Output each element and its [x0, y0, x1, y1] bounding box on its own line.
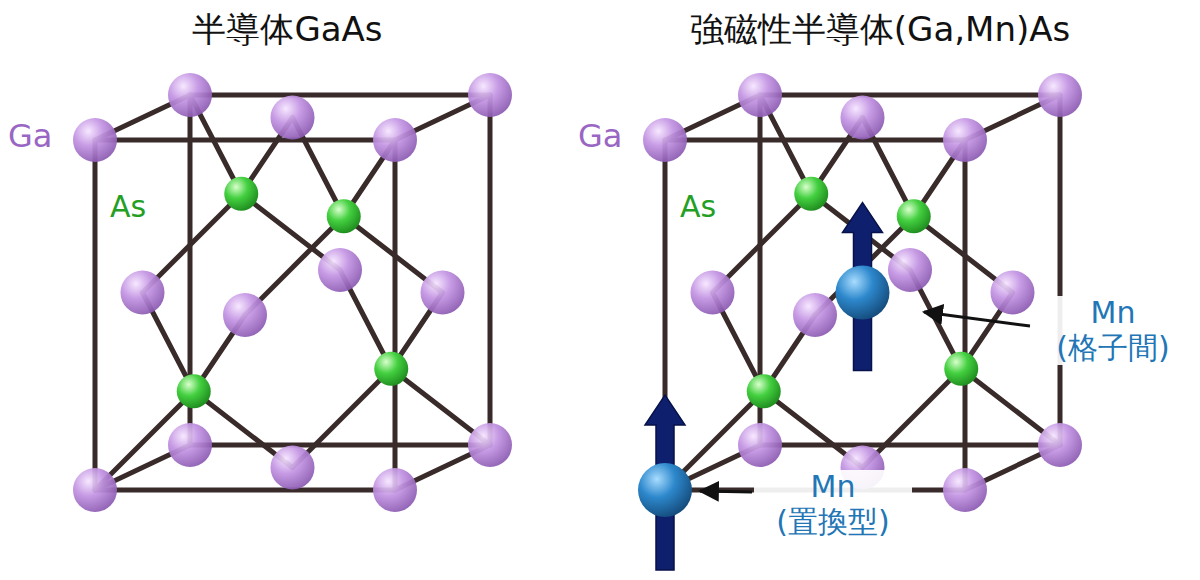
as-atom	[944, 352, 978, 386]
unit-cell	[73, 73, 512, 512]
cell-edge	[190, 93, 490, 98]
cell-edge	[488, 95, 493, 445]
mn-atom	[836, 266, 890, 320]
cell-edge	[963, 140, 968, 490]
atom-label: Ga	[578, 118, 622, 155]
ga-atom	[793, 293, 837, 337]
mn-label: Mn (格子間)	[1034, 296, 1192, 365]
atom-label: As	[106, 190, 150, 225]
ga-atom	[1038, 73, 1082, 117]
as-atom	[747, 374, 781, 408]
leader-line	[700, 491, 752, 492]
ga-atom	[991, 271, 1035, 315]
ga-atom	[888, 248, 932, 292]
ga-atom	[1038, 423, 1082, 467]
cell-edge	[190, 443, 490, 448]
ga-atom	[373, 118, 417, 162]
cell-edge	[393, 140, 398, 490]
panel-title: 半導体GaAs	[0, 10, 575, 49]
ga-atom	[691, 271, 735, 315]
mn-atom	[638, 463, 692, 517]
cell-edge	[760, 93, 1060, 98]
ga-atom	[943, 468, 987, 512]
as-atom	[794, 177, 828, 211]
ga-atom	[468, 73, 512, 117]
ga-atom	[73, 468, 117, 512]
ga-atom	[318, 248, 362, 292]
cell-edge	[760, 443, 1060, 448]
ga-atom	[468, 423, 512, 467]
cell-edge	[95, 488, 395, 493]
cell-edge	[665, 138, 965, 143]
as-atom	[327, 199, 361, 233]
ga-atom	[73, 118, 117, 162]
ga-atom	[738, 73, 782, 117]
ga-atom	[841, 96, 885, 140]
atom-label: As	[676, 190, 720, 225]
unit-cell	[638, 73, 1082, 570]
cell-edge	[1058, 95, 1063, 445]
atom-label: Ga	[8, 118, 52, 155]
leader-line	[924, 312, 1030, 326]
as-atom	[224, 177, 258, 211]
as-atom	[374, 352, 408, 386]
ga-atom	[421, 271, 465, 315]
ga-atom	[643, 118, 687, 162]
ga-atom	[943, 118, 987, 162]
mn-label: Mn (置換型)	[754, 470, 912, 539]
cell-edge	[93, 140, 98, 490]
ga-atom	[271, 446, 315, 490]
ga-atom	[121, 271, 165, 315]
ga-atom	[738, 423, 782, 467]
ga-atom	[168, 73, 212, 117]
ga-atom	[168, 423, 212, 467]
cell-edge	[95, 138, 395, 143]
ga-atom	[223, 293, 267, 337]
as-atom	[177, 374, 211, 408]
ga-atom	[373, 468, 417, 512]
ga-atom	[271, 96, 315, 140]
as-atom	[897, 199, 931, 233]
panel-title: 強磁性半導体(Ga,Mn)As	[585, 10, 1175, 49]
